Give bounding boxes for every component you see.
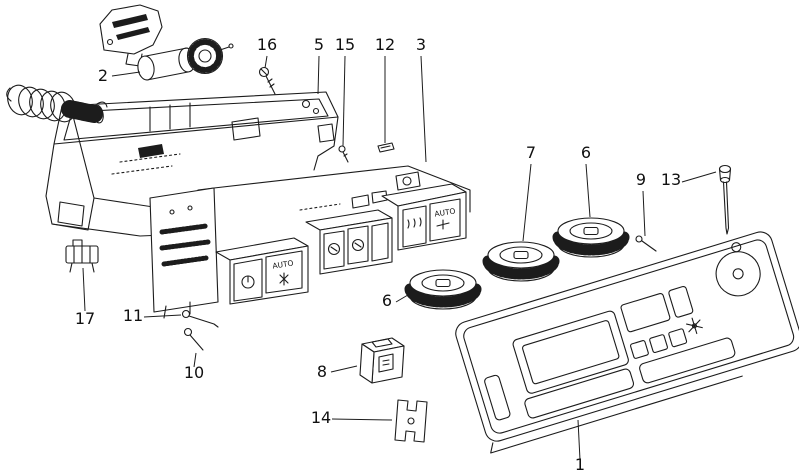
auto-button-label: AUTO	[272, 258, 294, 270]
callout-leader-line	[317, 55, 320, 95]
pin-9	[635, 235, 657, 252]
front-faceplate	[455, 231, 799, 454]
part-number-label: 1	[575, 455, 585, 473]
part-number-label: 6	[581, 143, 591, 162]
clip-14	[394, 399, 428, 443]
knob-6-left	[410, 270, 476, 309]
part-number-label: 12	[375, 35, 395, 54]
part-number-label: 5	[314, 35, 324, 54]
callout-leader-line	[642, 190, 646, 237]
part-number-label: 6	[382, 291, 392, 310]
fan-icon	[686, 317, 703, 335]
clip-12	[377, 142, 395, 153]
callout-leader-line	[395, 291, 414, 303]
switch-8	[359, 337, 405, 384]
mounting-bracket	[99, 4, 163, 67]
bulb-socket	[137, 37, 234, 81]
screw-15	[338, 145, 349, 163]
part-number-label: 8	[317, 362, 327, 381]
part-number-label: 17	[75, 309, 95, 328]
part-number-label: 14	[311, 408, 331, 427]
callout-leader-line	[264, 55, 268, 69]
part-number-label: 10	[184, 363, 204, 382]
part-number-label: 3	[416, 35, 426, 54]
part-number-label: 16	[257, 35, 277, 54]
pin-10	[183, 327, 204, 351]
switch-block-left: AUTO	[215, 237, 309, 305]
callout-leader-line	[420, 55, 427, 163]
callout-leader-line	[331, 418, 393, 421]
callout-leader-line	[577, 419, 581, 461]
callout-leader-line	[193, 352, 197, 368]
screw-16	[258, 66, 276, 95]
callout-leader-line	[111, 71, 141, 77]
knob-7	[488, 242, 554, 281]
callout-leader-line	[342, 55, 346, 147]
pin-11	[181, 309, 219, 328]
part-number-label: 15	[335, 35, 355, 54]
part-number-label: 7	[526, 143, 536, 162]
callout-leader-line	[522, 163, 532, 242]
part-number-label: 11	[123, 306, 143, 325]
switch-block-middle	[305, 209, 393, 275]
auto-button-label: AUTO	[434, 206, 456, 218]
callout-leader-line	[681, 171, 717, 183]
callout-layer: 2 16 5 15 12 3 7 6 9 13 6 17 11 10 8 14 1	[75, 35, 717, 473]
part-number-label: 2	[98, 66, 108, 85]
connector-17	[65, 239, 99, 273]
callout-leader-line	[585, 163, 591, 218]
knob-6-right	[558, 218, 624, 257]
control-pcb: AUTO AUTO	[149, 165, 471, 319]
return-spring	[6, 84, 108, 124]
callout-leader-line	[330, 365, 358, 373]
switch-block-right: AUTO	[381, 183, 467, 251]
part-number-label: 13	[661, 170, 681, 189]
callout-leader-line	[143, 314, 182, 318]
screw-13	[718, 164, 732, 235]
part-number-label: 9	[636, 170, 646, 189]
callout-leader-line	[82, 267, 86, 312]
